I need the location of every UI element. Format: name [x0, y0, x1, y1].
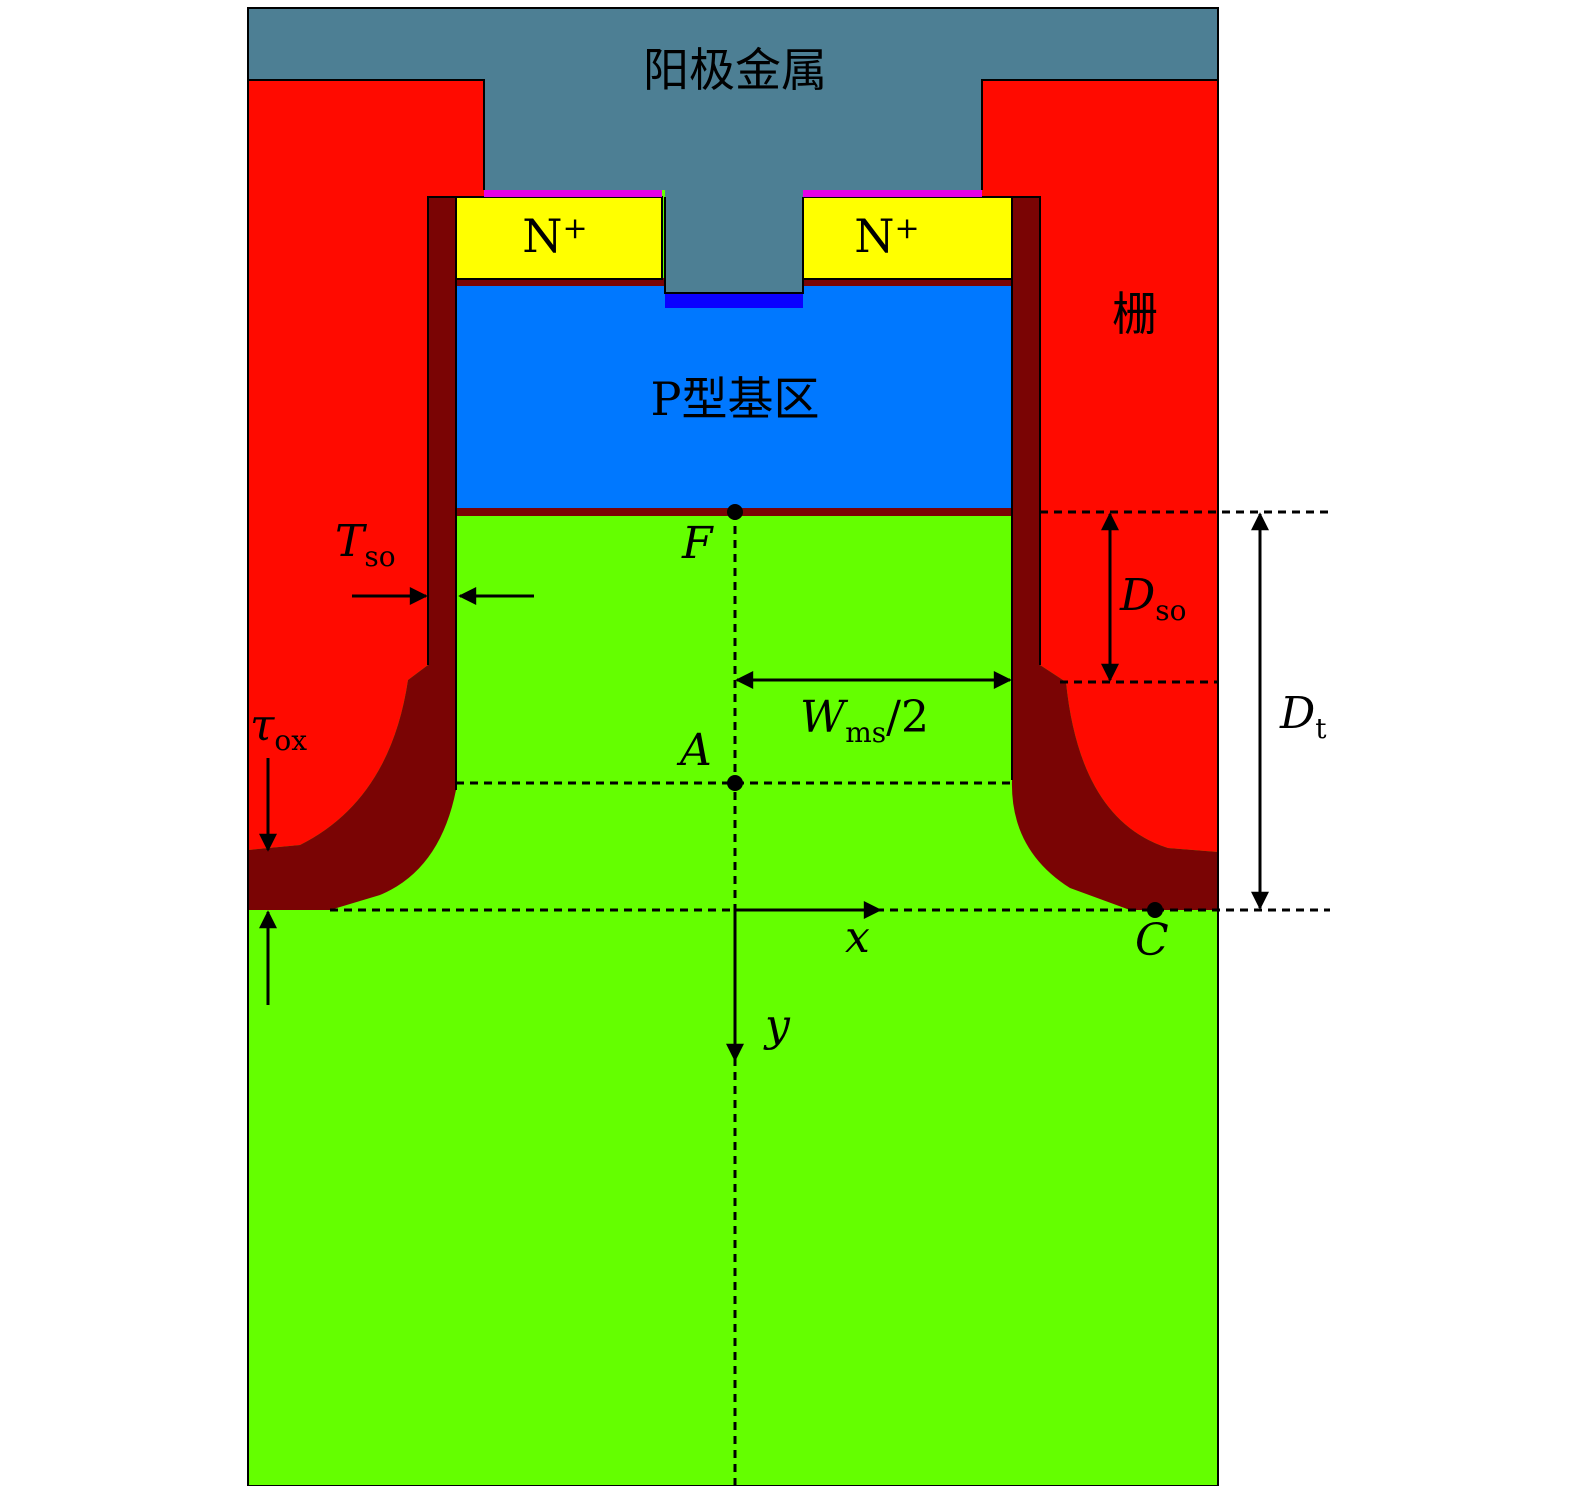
tso-sub: so: [364, 540, 395, 573]
f-label: F: [681, 518, 714, 569]
contact-right: [803, 190, 982, 197]
wms-tail: /2: [886, 692, 929, 743]
c-label: C: [1135, 915, 1169, 966]
wms-sub: ms: [845, 716, 886, 749]
dimension-arrows: [259, 512, 1269, 1062]
trench-outline: [427, 196, 1041, 790]
dso-sub: so: [1155, 594, 1186, 627]
tox-sub: ox: [274, 724, 307, 757]
contact-left: [484, 190, 662, 197]
gate-label: 栅: [1112, 287, 1158, 341]
n-plus-left-sup: +: [563, 211, 588, 246]
anode-metal-label: 阳极金属: [643, 43, 827, 97]
point-c: [1147, 902, 1163, 918]
point-a: [727, 775, 743, 791]
n-plus-right-text: N: [854, 209, 894, 263]
n-plus-left-text: N: [522, 209, 562, 263]
point-f: [727, 504, 743, 520]
gate-left: [248, 80, 484, 850]
a-label: A: [676, 725, 712, 776]
dso-label: Dso: [1119, 570, 1187, 627]
n-plus-right: [802, 196, 1013, 280]
oxide-right: [1011, 197, 1218, 910]
tso-label: Tso: [335, 516, 396, 573]
anode-metal: [248, 8, 1218, 293]
y-label: y: [763, 1000, 791, 1051]
n-plus-right-label: N+: [854, 209, 919, 263]
dt-label: Dt: [1279, 688, 1327, 745]
p-plus-contact: [665, 293, 803, 308]
dashed-lines: [330, 510, 1330, 1486]
metal-outline: [248, 79, 1218, 294]
wms-main: W: [800, 692, 849, 743]
p-base: [456, 286, 1012, 508]
n-plus-left-label: N+: [522, 209, 587, 263]
x-label: x: [845, 912, 870, 963]
oxide-left: [248, 197, 456, 910]
dso-main: D: [1119, 570, 1155, 621]
tso-main: T: [335, 516, 368, 567]
p-base-label: P型基区: [651, 372, 820, 426]
tox-main: τ: [250, 700, 275, 751]
dt-main: D: [1279, 688, 1315, 739]
wms-label: Wms/2: [800, 692, 929, 749]
tox-label: τox: [250, 700, 307, 757]
n-plus-right-sup: +: [895, 211, 920, 246]
n-plus-left: [455, 196, 663, 280]
dt-sub: t: [1315, 712, 1327, 745]
